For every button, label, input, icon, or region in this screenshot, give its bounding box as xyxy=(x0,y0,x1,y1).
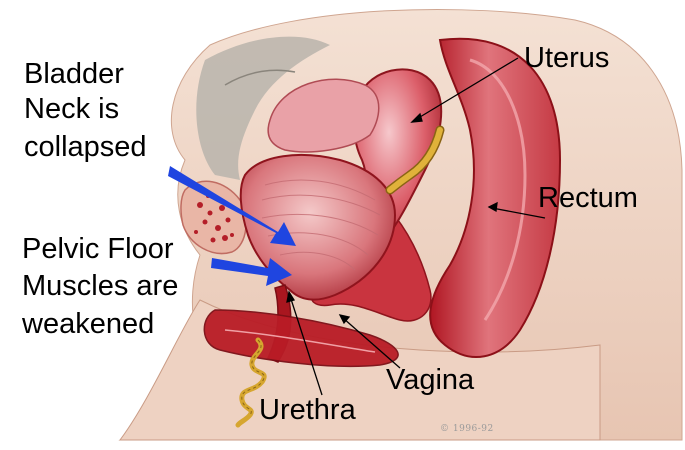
vagina-label: Vagina xyxy=(386,362,474,398)
pelvic-floor-label-line-3: weakened xyxy=(22,306,154,342)
pelvic-floor-label-line-1: Pelvic Floor xyxy=(22,231,174,267)
urethra-label: Urethra xyxy=(259,392,356,428)
rectum-label: Rectum xyxy=(538,180,638,216)
bladder-neck-label-line-3: collapsed xyxy=(24,129,147,165)
bladder-neck-label-line-2: Neck is xyxy=(24,91,119,127)
uterus-label: Uterus xyxy=(524,40,609,76)
artist-signature: © 1996-92 xyxy=(440,424,494,434)
bladder-neck-label-line-1: Bladder xyxy=(24,56,124,92)
pelvic-floor-label-line-2: Muscles are xyxy=(22,268,178,304)
